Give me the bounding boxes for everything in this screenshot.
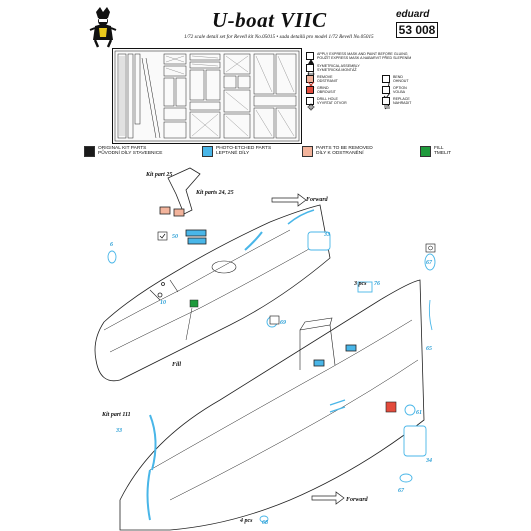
label-4-pcs: 4 pcs xyxy=(239,518,253,524)
brand-logo: eduard xyxy=(396,9,430,20)
part-69: 69 xyxy=(280,320,286,326)
symbol-remove: REMOVE ODSTRANIT xyxy=(317,75,338,83)
product-code: 53 008 xyxy=(396,22,438,38)
assembly-drawing: Kit part 25 Kit parts 24, 25 Forward For… xyxy=(94,167,436,531)
subtitle: 1/72 scale detail set for Revell kit No.… xyxy=(184,34,374,40)
drill-icon xyxy=(425,243,436,253)
grind-mark xyxy=(385,401,397,413)
label-kit-part-25: Kit part 25 xyxy=(145,172,172,178)
label-3-pcs: 3 pcs xyxy=(353,281,367,287)
symbol-option: OPTION VOLBA xyxy=(393,86,407,94)
part-6: 6 xyxy=(110,242,113,248)
part-34: 34 xyxy=(425,458,432,464)
forward-arrow-top xyxy=(271,193,307,207)
mask-paint-icon xyxy=(306,52,314,64)
option-icon xyxy=(382,86,391,99)
symmetry-icon xyxy=(269,315,280,325)
label-forward-bottom: Forward xyxy=(346,497,369,503)
swatch-photo-etched-parts xyxy=(202,146,213,157)
part-67b: 67 xyxy=(398,488,405,494)
part-33: 33 xyxy=(323,232,330,238)
symbol-grind: GRIND OBROUSIT xyxy=(317,86,336,94)
page-title: U-boat VIIC xyxy=(212,8,327,32)
part-50: 50 xyxy=(172,234,178,240)
label-forward-top: Forward xyxy=(306,197,329,203)
fill-mark xyxy=(185,299,199,341)
remove-icon xyxy=(306,75,315,89)
lower-hull xyxy=(119,279,425,531)
swatch-parts-to-remove xyxy=(302,146,313,157)
symbol-drill: DRILL HOLE VYVRTAT OTVOR xyxy=(317,97,347,105)
swatch-fill xyxy=(420,146,431,157)
part-76: 76 xyxy=(374,281,380,287)
legend-original-kit-parts: ORIGINAL KIT PARTS PŮVODNÍ DÍLY STAVEBNI… xyxy=(84,145,194,161)
part-61: 61 xyxy=(416,410,422,416)
grind-icon xyxy=(306,86,315,99)
replace-icon xyxy=(382,97,390,110)
symbol-symmetry: SYMETRICAL ASSEMBLY SYMETRICKÁ MONTÁŽ xyxy=(317,64,360,72)
label-kit-part-111: Kit part 111 xyxy=(101,412,131,418)
label-fill: Fill xyxy=(172,362,181,368)
eduard-mascot-icon xyxy=(89,7,117,48)
option-icon xyxy=(157,231,168,241)
symmetry-icon xyxy=(306,64,315,77)
kit-part-25 xyxy=(159,167,207,245)
drill-icon xyxy=(306,97,315,111)
swatch-original-kit-parts xyxy=(84,146,95,157)
upper-hull xyxy=(94,204,331,382)
bend-icon xyxy=(382,75,390,88)
part-67a: 67 xyxy=(426,260,433,266)
symbol-legend: APPLY EXPRESS MASK AND PAINT BEFORE GLUI… xyxy=(306,50,444,150)
part-65: 65 xyxy=(426,346,432,352)
legend-parts-to-remove: PARTS TO BE REMOVED DÍLY K ODSTRANĚNÍ xyxy=(302,145,412,161)
legend-photo-etched-parts: PHOTO-ETCHED PARTS LEPTANÉ DÍLY xyxy=(202,145,302,161)
part-68: 68 xyxy=(262,520,268,526)
forward-arrow-bottom xyxy=(311,491,345,505)
photo-etch-fret xyxy=(112,48,302,144)
color-legend: ORIGINAL KIT PARTS PŮVODNÍ DÍLY STAVEBNI… xyxy=(84,145,454,161)
part-33b: 33 xyxy=(115,428,122,434)
symbol-replace: REPLACE NAHRADIT xyxy=(393,97,412,105)
symbol-bend: BEND OHNOUT xyxy=(393,75,409,83)
label-kit-parts-24-25: Kit parts 24, 25 xyxy=(195,190,234,196)
legend-fill: FILL TMELIT xyxy=(420,145,454,161)
symbol-mask-paint: APPLY EXPRESS MASK AND PAINT BEFORE GLUI… xyxy=(317,52,412,60)
part-10: 10 xyxy=(160,300,166,306)
